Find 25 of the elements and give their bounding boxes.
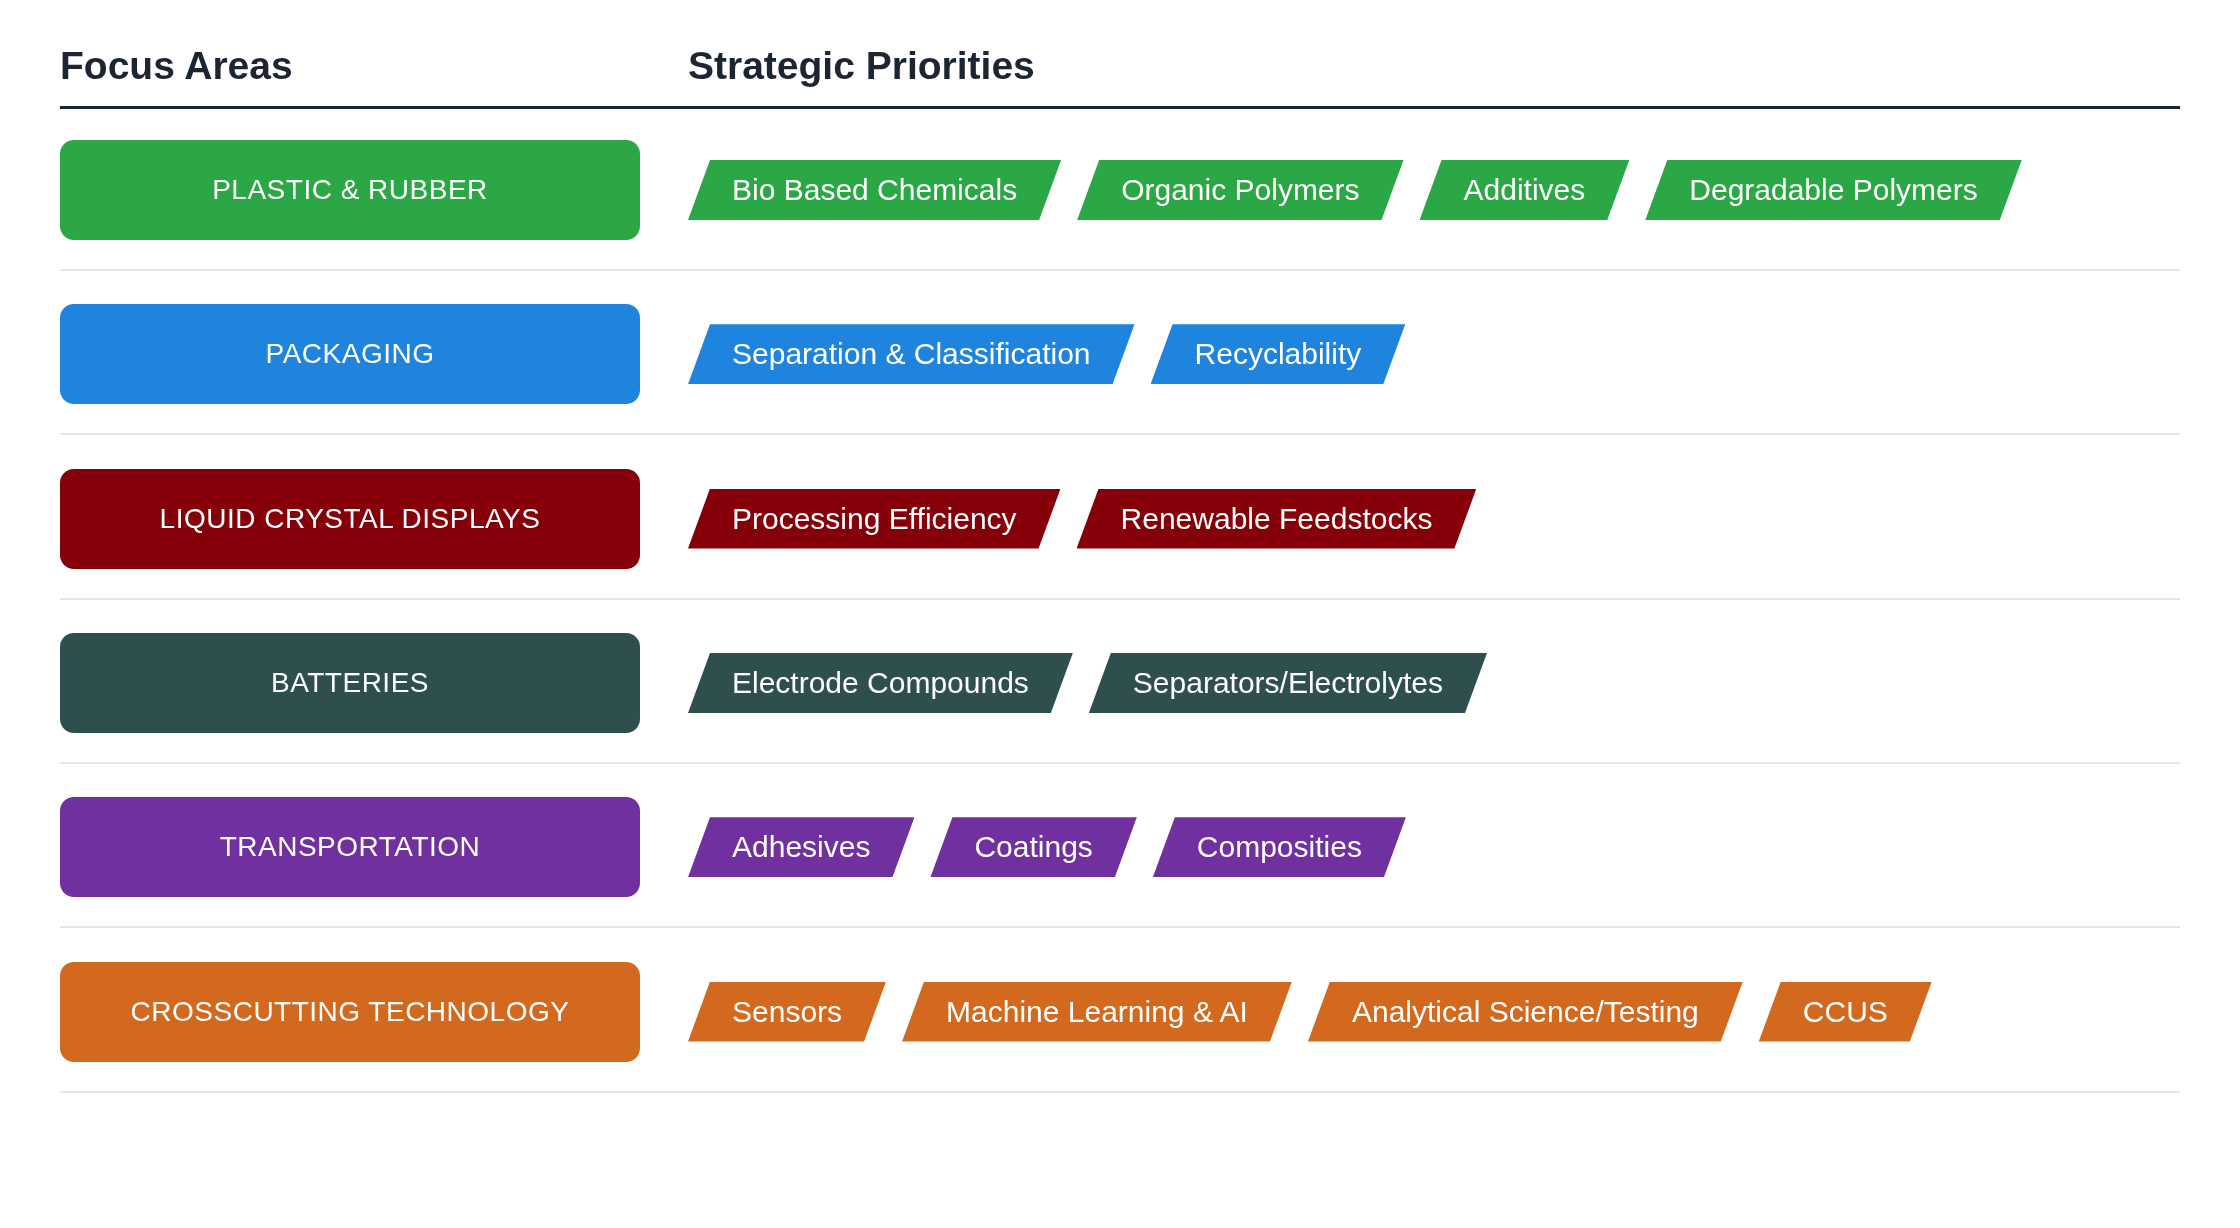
priority-tag: Organic Polymers — [1077, 160, 1404, 220]
column-heading: Focus Areas — [60, 43, 293, 89]
focus-area-box: TRANSPORTATION — [60, 797, 640, 898]
priority-tag: Machine Learning & AI — [902, 981, 1292, 1042]
priority-tag: Separators/Electrolytes — [1088, 652, 1487, 713]
focus-area-box: LIQUID CRYSTAL DISPLAYS — [60, 468, 640, 569]
priority-tag: Separation & Classification — [688, 324, 1135, 385]
focus-area-box: PLASTIC & RUBBER — [60, 140, 640, 240]
priority-tag: Degradable Polymers — [1645, 160, 2022, 220]
priority-tag: Recyclability — [1150, 324, 1406, 385]
priority-tag: Analytical Science/Testing — [1307, 981, 1743, 1042]
priority-tag: Additives — [1419, 160, 1630, 220]
column-heading: Strategic Priorities — [688, 43, 1035, 89]
priority-tag: Coatings — [930, 817, 1137, 878]
priority-tag: CCUS — [1758, 981, 1932, 1042]
focus-area-box: CROSSCUTTING TECHNOLOGY — [60, 961, 640, 1062]
focus-area-box: PACKAGING — [60, 304, 640, 405]
priority-tag: Renewable Feedstocks — [1076, 488, 1477, 549]
priority-tag: Adhesives — [688, 817, 915, 878]
priority-tag: Electrode Compounds — [688, 652, 1073, 713]
priority-tag: Bio Based Chemicals — [688, 160, 1062, 220]
priority-tag: Processing Efficiency — [688, 488, 1061, 549]
priority-tag: Sensors — [688, 981, 887, 1042]
focus-area-box: BATTERIES — [60, 632, 640, 733]
priority-tag: Composities — [1152, 817, 1406, 878]
